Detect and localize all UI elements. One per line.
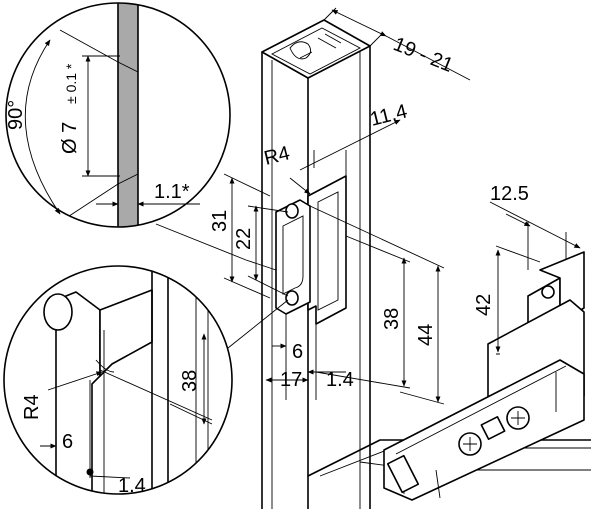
diameter-tolerance-label: ± 0.1 * bbox=[63, 63, 79, 104]
dim-12-5-label: 12.5 bbox=[490, 183, 529, 205]
bottom-detail bbox=[3, 265, 233, 495]
diameter-label: Ø 7 bbox=[59, 122, 81, 154]
dim-11-4-label: 11.4 bbox=[368, 100, 410, 130]
angle-90-label: 90° bbox=[5, 100, 27, 130]
dim-31-label: 31 bbox=[209, 210, 231, 232]
dim-6-detail-label: 6 bbox=[62, 431, 73, 453]
dim-44-label: 44 bbox=[415, 324, 437, 346]
dim-1-4-detail-label: 1.4 bbox=[118, 475, 146, 497]
r4-detail-label: R4 bbox=[21, 394, 43, 420]
top-detail bbox=[5, 2, 231, 228]
dim-38-main-label: 38 bbox=[381, 308, 403, 330]
latch-assembly bbox=[383, 201, 585, 501]
r4-top-label: R4 bbox=[262, 142, 292, 170]
dim-38-detail-label: 38 bbox=[179, 370, 201, 392]
dim-22-label: 22 bbox=[233, 228, 255, 250]
strike-plate bbox=[275, 199, 311, 315]
dim-17-label: 17 bbox=[280, 369, 302, 391]
dim-1-4-main-label: 1.4 bbox=[326, 369, 354, 391]
dim-19-21-label: 19 - 21 bbox=[390, 33, 456, 77]
offset-1-1-label: 1.1* bbox=[154, 181, 190, 203]
dim-6-main-label: 6 bbox=[292, 341, 303, 363]
dim-42-label: 42 bbox=[473, 294, 495, 316]
main-dimensions bbox=[155, 7, 471, 405]
